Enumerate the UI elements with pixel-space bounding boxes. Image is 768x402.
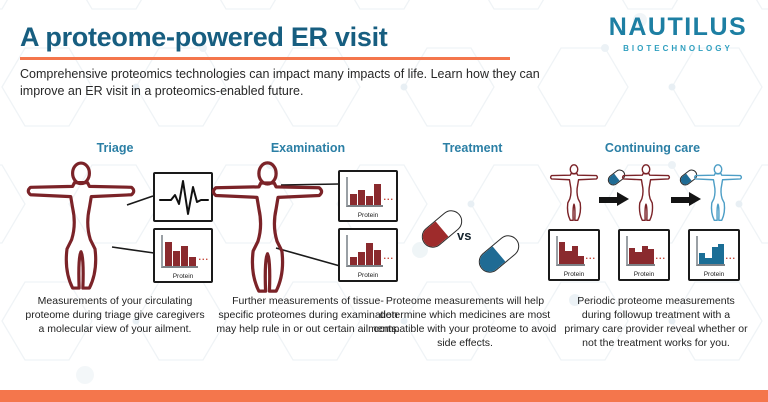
protein-bar-chart-followup-2: ... Protein: [618, 229, 670, 281]
chart-bar: [577, 256, 584, 264]
logo-wordmark: NAUTILUS: [608, 13, 748, 41]
chart-axis-label: Protein: [357, 272, 379, 279]
chart-ellipsis: ...: [585, 251, 596, 262]
chart-bar: [571, 245, 578, 264]
caption-continuing-care: Periodic proteome measurements during fo…: [564, 295, 748, 349]
chart-ellipsis: ...: [198, 252, 209, 262]
chart-ellipsis: ...: [655, 251, 666, 262]
arrow-head: [617, 192, 629, 206]
chart-ellipsis: ...: [383, 251, 394, 262]
chart-bar: [350, 193, 357, 205]
chart-axis-label: Protein: [633, 271, 655, 278]
page-subtitle: Comprehensive proteomics technologies ca…: [20, 67, 540, 98]
chart-bar: [366, 196, 373, 205]
body-outline-figure-healthy: [693, 164, 743, 222]
body-outline-figure-followup-2: [621, 164, 671, 222]
chart-bar: [165, 241, 172, 266]
column-header-continuing-care: Continuing care: [604, 141, 701, 155]
chart-bar: [181, 246, 188, 266]
arrow-shaft: [671, 196, 690, 203]
chart-bar: [711, 246, 718, 264]
caption-treatment: Proteome measurements will help determin…: [373, 295, 557, 349]
protein-bar-chart-triage: ... Protein: [153, 228, 213, 283]
protein-bar-chart-followup-1: ... Protein: [548, 229, 600, 281]
chart-bar: [366, 242, 373, 265]
chart-bar: [559, 242, 566, 264]
page-title: A proteome-powered ER visit: [20, 22, 388, 52]
column-header-treatment: Treatment: [442, 141, 503, 155]
caption-triage: Measurements of your circulating proteom…: [25, 295, 205, 335]
chart-ellipsis: ...: [725, 251, 736, 262]
footer-accent-bar: [0, 390, 768, 402]
chart-bar: [717, 244, 724, 264]
arrow-shaft: [599, 196, 618, 203]
vs-label: vs: [457, 228, 472, 243]
ekg-waveform-icon: [159, 180, 209, 215]
chart-bar: [635, 251, 642, 264]
ekg-chart: [153, 172, 213, 222]
chart-axis-label: Protein: [703, 271, 725, 278]
chart-bar: [641, 245, 648, 264]
protein-bar-chart-healthy: ... Protein: [688, 229, 740, 281]
title-underline: [20, 57, 510, 60]
chart-axis-label: Protein: [563, 271, 585, 278]
chart-bar: [565, 250, 572, 264]
arrow-right-icon-2: [671, 192, 703, 207]
chart-ellipsis: ...: [383, 192, 394, 203]
chart-bar: [699, 253, 706, 264]
protein-bar-chart-examination-1: ... Protein: [338, 170, 398, 222]
chart-bar: [629, 247, 636, 264]
body-outline-figure-examination: [210, 161, 325, 295]
nautilus-logo: NAUTILUS BIOTECHNOLOGY: [598, 13, 758, 53]
column-header-examination: Examination: [270, 141, 346, 155]
chart-bar: [358, 252, 365, 265]
column-header-triage: Triage: [96, 141, 134, 155]
chart-bar: [358, 190, 365, 205]
chart-axis-label: Protein: [172, 273, 194, 280]
chart-bar: [374, 250, 381, 265]
body-outline-figure-followup-1: [549, 164, 599, 222]
chart-bar: [647, 248, 654, 264]
body-outline-figure-triage: [25, 161, 137, 292]
chart-bar: [173, 251, 180, 266]
protein-bar-chart-examination-2: ... Protein: [338, 228, 398, 282]
arrow-right-icon-1: [599, 192, 631, 207]
logo-tagline: BIOTECHNOLOGY: [623, 44, 733, 53]
chart-bar: [350, 256, 357, 265]
chart-axis-label: Protein: [357, 212, 379, 219]
chart-bar: [705, 258, 712, 264]
arrow-head: [689, 192, 701, 206]
caption-examination: Further measurements of tissue-specific …: [216, 295, 400, 335]
chart-bar: [374, 184, 381, 205]
chart-bar: [189, 256, 196, 266]
